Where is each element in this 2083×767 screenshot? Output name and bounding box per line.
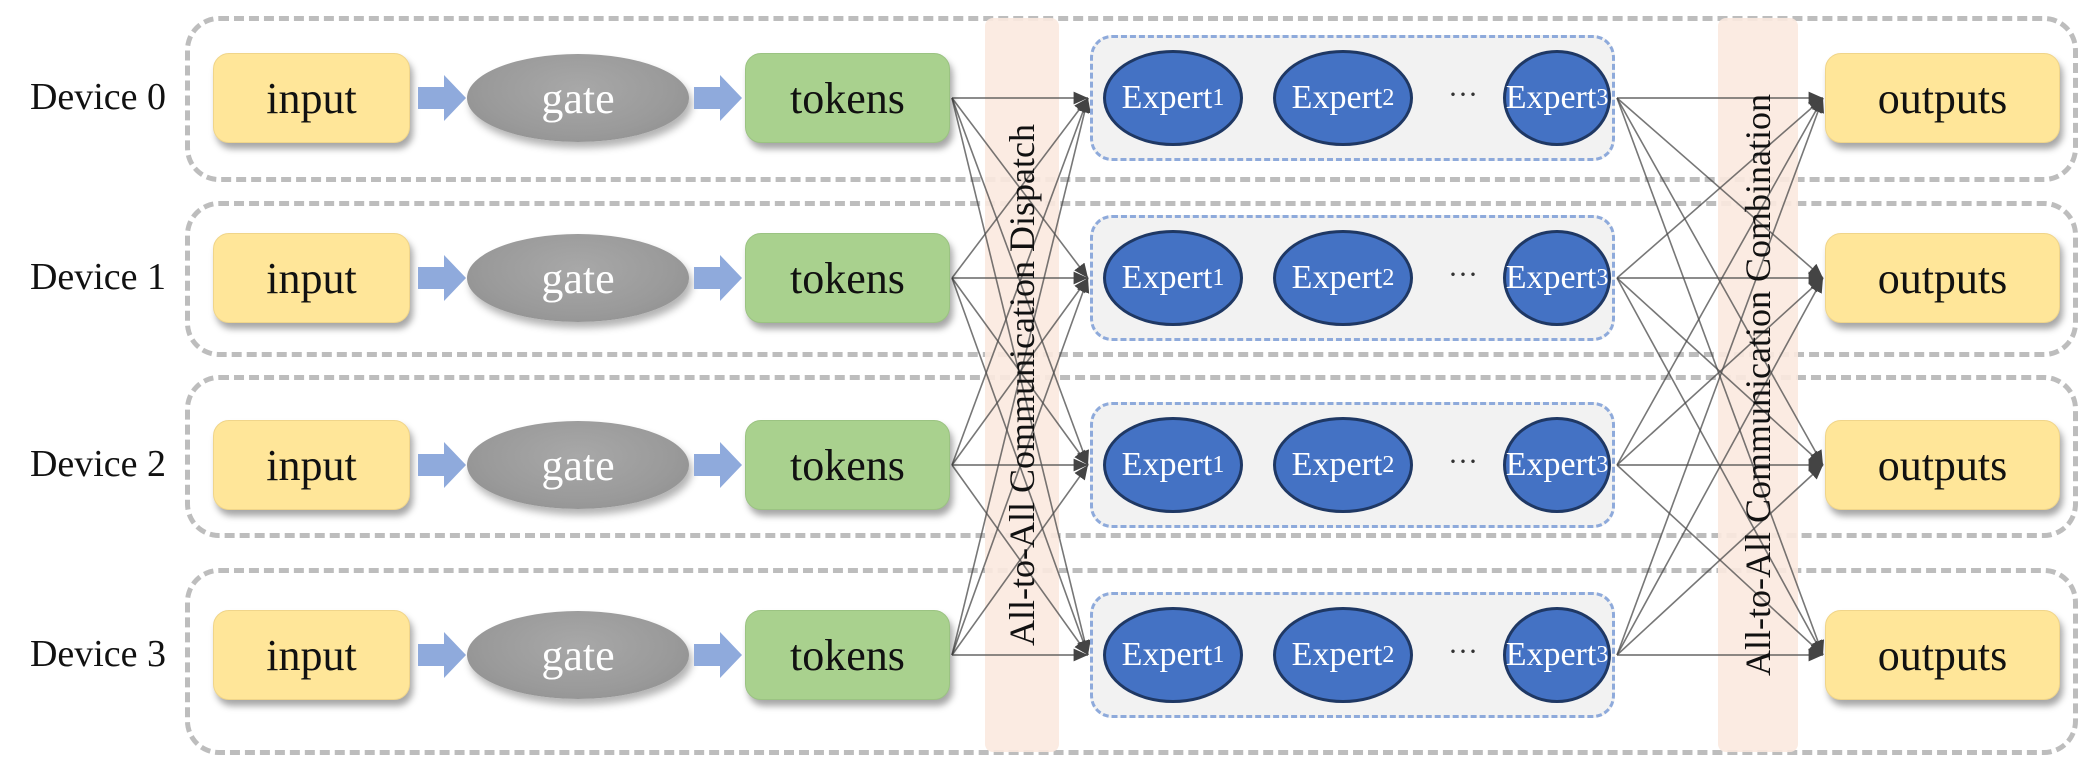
- combination-wire: [1616, 277, 1824, 466]
- expert-name: Expert: [1505, 259, 1597, 296]
- flow-arrow-icon: [418, 255, 466, 301]
- flow-arrow-icon: [418, 632, 466, 678]
- expert-index: 3: [1596, 641, 1609, 668]
- combination-wire: [1616, 464, 1824, 656]
- gate-node: gate: [467, 234, 689, 322]
- expert-index: 3: [1596, 264, 1609, 291]
- combination-wire: [1616, 97, 1825, 656]
- expert-name: Expert: [1505, 446, 1597, 483]
- expert-index: 2: [1382, 451, 1395, 478]
- expert-name: Expert: [1121, 446, 1213, 483]
- expert-name: Expert: [1121, 259, 1213, 296]
- expert-index: 2: [1382, 264, 1395, 291]
- gate-node: gate: [467, 54, 689, 142]
- combination-wires: [1616, 91, 1825, 662]
- expert-index: 1: [1212, 451, 1225, 478]
- dispatch-wire: [951, 277, 1089, 466]
- flow-arrow-icon: [694, 75, 742, 121]
- expert-ellipsis: ···: [1448, 635, 1478, 668]
- gate-node: gate: [467, 421, 689, 509]
- dispatch-wire: [951, 464, 1089, 656]
- expert-ellipsis: ···: [1448, 258, 1478, 291]
- expert-name: Expert: [1121, 79, 1213, 116]
- expert-index: 2: [1382, 84, 1395, 111]
- dispatch-label: All-to-All Communication Dispatch: [1002, 124, 1042, 646]
- device-label: Device 2: [29, 443, 167, 485]
- dispatch-wire: [951, 97, 1089, 279]
- flow-arrow-icon: [694, 632, 742, 678]
- combination-wire: [1616, 97, 1824, 466]
- dispatch-wire: [951, 277, 1090, 656]
- dispatch-wire: [951, 97, 1091, 656]
- device-1-outline: [185, 201, 2078, 357]
- dispatch-wires: [951, 91, 1091, 662]
- expert-ellipsis: ···: [1448, 445, 1478, 478]
- combination-wire: [1616, 97, 1824, 279]
- expert-ellipsis: ···: [1448, 78, 1478, 111]
- input-box: input: [213, 53, 410, 143]
- device-label: Device 0: [29, 76, 167, 118]
- tokens-box: tokens: [745, 610, 950, 700]
- expert-name: Expert: [1291, 446, 1383, 483]
- expert-name: Expert: [1291, 79, 1383, 116]
- expert-index: 1: [1212, 641, 1225, 668]
- expert-index: 3: [1596, 451, 1609, 478]
- flow-arrow-icon: [418, 442, 466, 488]
- device-label: Device 3: [29, 633, 167, 675]
- input-box: input: [213, 420, 410, 510]
- expert-name: Expert: [1505, 79, 1597, 116]
- gate-node: gate: [467, 611, 689, 699]
- tokens-box: tokens: [745, 420, 950, 510]
- combination-wire: [1616, 277, 1824, 656]
- outputs-box: outputs: [1825, 233, 2060, 323]
- expert-index: 1: [1212, 264, 1225, 291]
- expert-name: Expert: [1121, 636, 1213, 673]
- input-box: input: [213, 233, 410, 323]
- expert-name: Expert: [1505, 636, 1597, 673]
- combination-band: [1718, 18, 1798, 752]
- device-3-outline: [185, 568, 2078, 755]
- flow-arrow-icon: [418, 75, 466, 121]
- input-box: input: [213, 610, 410, 700]
- outputs-box: outputs: [1825, 610, 2060, 700]
- combination-label: All-to-All Communication Combination: [1738, 94, 1778, 676]
- expert-name: Expert: [1291, 259, 1383, 296]
- expert-index: 2: [1382, 641, 1395, 668]
- expert-name: Expert: [1291, 636, 1383, 673]
- device-2-outline: [185, 375, 2078, 538]
- flow-arrow-icon: [694, 442, 742, 488]
- outputs-box: outputs: [1825, 53, 2060, 143]
- device-0-outline: [185, 16, 2078, 182]
- expert-index: 3: [1596, 84, 1609, 111]
- device-label: Device 1: [29, 256, 167, 298]
- dispatch-wire: [951, 97, 1089, 466]
- tokens-box: tokens: [745, 233, 950, 323]
- tokens-box: tokens: [745, 53, 950, 143]
- outputs-box: outputs: [1825, 420, 2060, 510]
- flow-arrow-icon: [694, 255, 742, 301]
- expert-index: 1: [1212, 84, 1225, 111]
